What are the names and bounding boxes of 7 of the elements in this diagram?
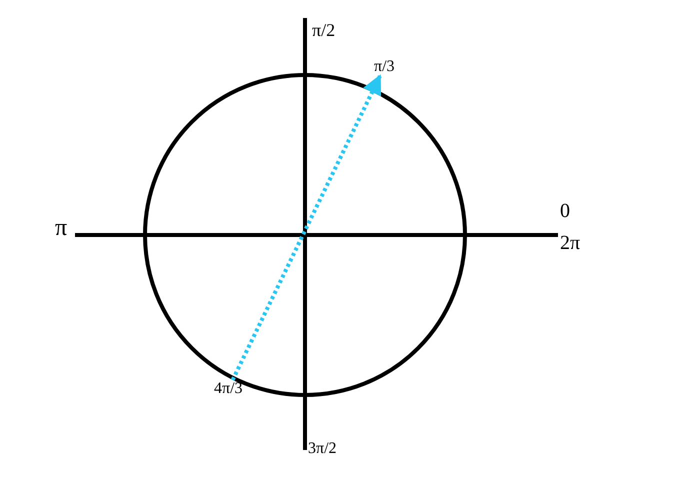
angle-label: 2π xyxy=(560,232,580,255)
angle-label: 3π/2 xyxy=(308,440,337,458)
angle-label: 0 xyxy=(560,200,570,223)
angle-label: π/3 xyxy=(374,58,395,76)
angle-label: π/2 xyxy=(312,20,336,41)
angle-label: π xyxy=(55,215,68,242)
angle-label: 4π/3 xyxy=(214,380,243,398)
